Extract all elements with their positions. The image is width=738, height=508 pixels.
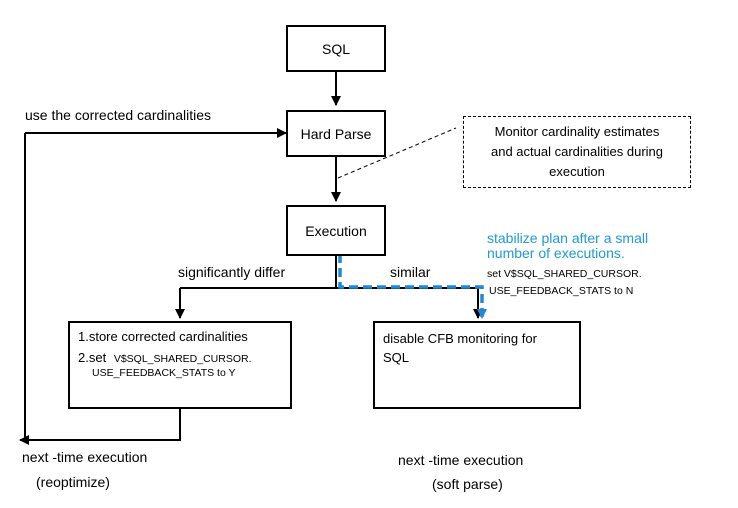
monitor-callout-connector xyxy=(337,127,457,179)
store-line-2-prefix: 2.set xyxy=(78,350,107,365)
label-reoptimize: (reoptimize) xyxy=(36,474,110,490)
store-line-1: 1.store corrected cardinalities xyxy=(78,329,248,344)
sql-node: SQL xyxy=(286,25,386,72)
monitor-line-1: Monitor cardinality estimates xyxy=(494,124,660,139)
label-soft-parse: (soft parse) xyxy=(432,476,503,492)
monitor-line-2: and actual cardinalities during xyxy=(491,144,663,159)
sql-label: SQL xyxy=(321,40,350,57)
disable-line-2: SQL xyxy=(383,350,410,365)
highlight-similar-path xyxy=(338,254,487,319)
store-line-3-code: USE_FEEDBACK_STATS to Y xyxy=(92,367,236,379)
execution-node: Execution xyxy=(286,205,386,256)
label-set-line-1: set V$SQL_SHARED_CURSOR. xyxy=(487,268,642,280)
label-stabilize-line-1: stabilize plan after a small xyxy=(487,230,649,246)
label-next-time-right: next -time execution xyxy=(398,452,524,468)
label-stabilize-line-2: number of executions. xyxy=(487,245,625,261)
execution-label: Execution xyxy=(305,222,367,239)
monitor-note: Monitor cardinality estimates and actual… xyxy=(463,116,691,188)
label-set-line-2: USE_FEEDBACK_STATS to N xyxy=(489,285,634,297)
store-cardinalities-node: 1.store corrected cardinalities 2.set V$… xyxy=(68,321,292,409)
disable-line-1: disable CFB monitoring for xyxy=(383,331,537,346)
store-line-2-code: V$SQL_SHARED_CURSOR. xyxy=(113,353,252,365)
hard-parse-label: Hard Parse xyxy=(300,125,372,142)
label-use-corrected: use the corrected cardinalities xyxy=(25,107,211,123)
store-line-2: 2.set V$SQL_SHARED_CURSOR. xyxy=(78,350,282,365)
monitor-line-3: execution xyxy=(549,164,605,179)
hard-parse-node: Hard Parse xyxy=(286,110,386,157)
label-significantly-differ: significantly differ xyxy=(178,264,286,280)
label-next-time-left: next -time execution xyxy=(22,449,148,465)
label-similar: similar xyxy=(390,264,431,280)
disable-monitoring-node: disable CFB monitoring for SQL xyxy=(373,321,581,409)
